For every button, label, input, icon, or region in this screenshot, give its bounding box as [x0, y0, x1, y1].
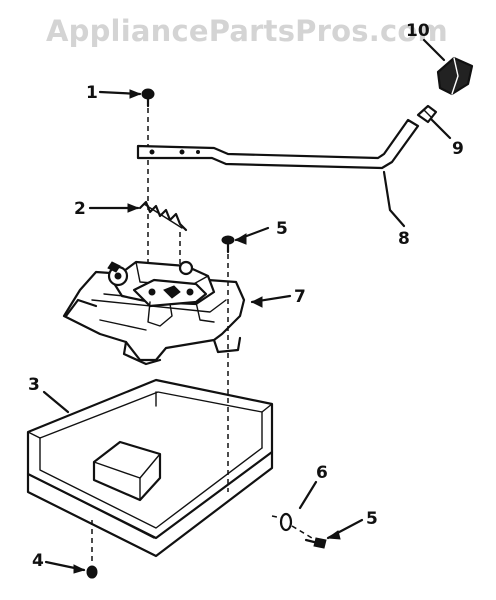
callout-2: 2	[74, 199, 86, 219]
callout-10: 10	[406, 21, 430, 41]
callout-labels: 1 2 3 4 5 5 6 7 8 9 10	[28, 21, 464, 571]
part-10-knob	[436, 56, 474, 96]
callout-1: 1	[86, 83, 98, 103]
part-8-lever-rod	[136, 118, 420, 170]
leader-lines	[42, 38, 452, 574]
part-3-pan	[26, 378, 274, 558]
callout-5-upper: 5	[276, 219, 288, 239]
callout-7: 7	[294, 287, 306, 307]
callout-8: 8	[398, 229, 410, 249]
part-2-spring	[138, 200, 188, 232]
callout-3: 3	[28, 375, 40, 395]
watermark-logo: AppliancePartsPros.com	[46, 14, 448, 48]
callout-9: 9	[452, 139, 464, 159]
part-9-clip	[416, 104, 438, 124]
callout-5-lower: 5	[366, 509, 378, 529]
part-6-washer	[279, 512, 293, 532]
callout-6: 6	[316, 463, 328, 483]
part-4-foot	[86, 565, 98, 579]
part-5-screw-upper	[221, 235, 235, 254]
part-5-screw-lower	[304, 537, 327, 549]
part-1-screw	[141, 88, 155, 108]
part-7-mechanism	[62, 260, 246, 366]
callout-4: 4	[32, 551, 44, 571]
